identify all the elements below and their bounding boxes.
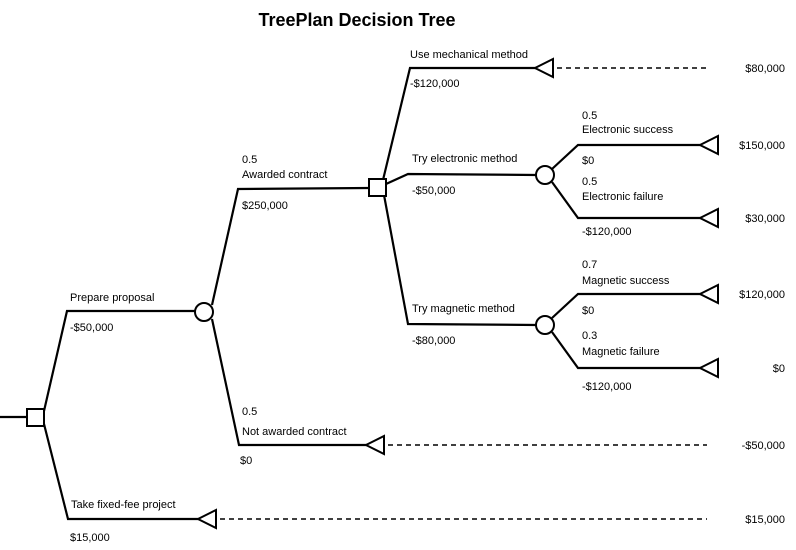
- terminal-node-mechanical: [532, 57, 554, 79]
- magnetic-success-cash-flow: $0: [582, 305, 594, 317]
- magnetic-cash-flow: -$80,000: [412, 335, 455, 347]
- fixed-fee-cash-flow: $15,000: [70, 532, 110, 544]
- magnetic-success-label: Magnetic success: [582, 275, 670, 287]
- branch-line-use-mechanical: [381, 66, 536, 181]
- magnetic-failure-label: Magnetic failure: [582, 346, 660, 358]
- electronic-success-probability: 0.5: [582, 110, 597, 122]
- mechanical-payoff: $80,000: [745, 63, 785, 75]
- prepare-proposal-cash-flow: -$50,000: [70, 322, 113, 334]
- magnetic-failure-payoff: $0: [773, 363, 785, 375]
- magnetic-chance-node: [535, 315, 555, 335]
- terminal-node-electronic-failure: [697, 207, 719, 229]
- mechanical-label: Use mechanical method: [410, 49, 528, 61]
- terminal-node-magnetic-success: [697, 283, 719, 305]
- terminal-node-electronic-success: [697, 134, 719, 156]
- magnetic-failure-cash-flow: -$120,000: [582, 381, 632, 393]
- branch-line-awarded-contract: [210, 186, 370, 306]
- mechanical-cash-flow: -$120,000: [410, 78, 460, 90]
- diagram-title: TreePlan Decision Tree: [258, 10, 455, 30]
- awarded-probability: 0.5: [242, 154, 257, 166]
- awarded-cash-flow: $250,000: [242, 200, 288, 212]
- magnetic-failure-probability: 0.3: [582, 330, 597, 342]
- not-awarded-probability: 0.5: [242, 406, 257, 418]
- method-decision-node: [368, 178, 387, 197]
- magnetic-success-payoff: $120,000: [739, 289, 785, 301]
- prepare-proposal-label: Prepare proposal: [70, 292, 154, 304]
- electronic-cash-flow: -$50,000: [412, 185, 455, 197]
- not-awarded-cash-flow: $0: [240, 455, 252, 467]
- fixed-fee-label: Take fixed-fee project: [71, 499, 176, 511]
- electronic-failure-label: Electronic failure: [582, 191, 663, 203]
- branch-line-take-fixed-fee: [42, 423, 199, 521]
- not-awarded-payoff: -$50,000: [742, 440, 785, 452]
- electronic-failure-probability: 0.5: [582, 176, 597, 188]
- electronic-failure-cash-flow: -$120,000: [582, 226, 632, 238]
- electronic-failure-payoff: $30,000: [745, 213, 785, 225]
- magnetic-label: Try magnetic method: [412, 303, 515, 315]
- not-awarded-label: Not awarded contract: [242, 426, 347, 438]
- branch-line-electronic-success: [551, 143, 701, 170]
- terminal-node-magnetic-failure: [697, 357, 719, 379]
- branch-line-magnetic-success: [551, 292, 701, 319]
- branch-line-not-awarded-contract: [210, 318, 367, 447]
- branch-line-try-electronic: [385, 172, 538, 186]
- magnetic-success-probability: 0.7: [582, 259, 597, 271]
- terminal-node-not-awarded: [363, 434, 385, 456]
- electronic-success-cash-flow: $0: [582, 155, 594, 167]
- terminal-node-fixed-fee: [195, 508, 217, 530]
- electronic-chance-node: [535, 165, 555, 185]
- branch-line-magnetic-failure: [551, 331, 701, 370]
- electronic-success-payoff: $150,000: [739, 140, 785, 152]
- awarded-label: Awarded contract: [242, 169, 327, 181]
- electronic-label: Try electronic method: [412, 153, 517, 165]
- branch-line-prepare-proposal: [42, 309, 196, 412]
- branch-line-electronic-failure: [551, 181, 701, 220]
- electronic-success-label: Electronic success: [582, 124, 674, 136]
- root-decision-node: [26, 408, 45, 427]
- branch-line-try-magnetic: [382, 194, 538, 327]
- fixed-fee-payoff: $15,000: [745, 514, 785, 526]
- contract-chance-node: [194, 302, 214, 322]
